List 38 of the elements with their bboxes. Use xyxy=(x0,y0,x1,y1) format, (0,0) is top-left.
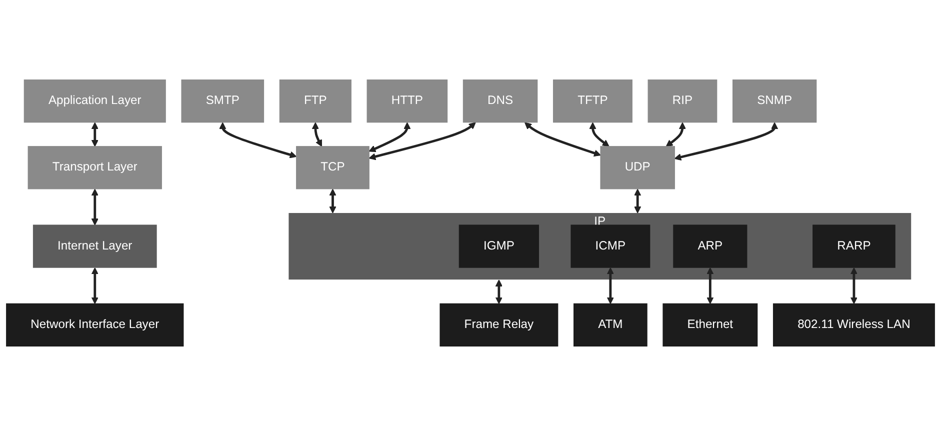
node-box: SNMP xyxy=(732,80,817,123)
arrow xyxy=(666,122,686,147)
node-box: DNS xyxy=(462,80,538,123)
node-box: IGMP xyxy=(458,224,539,268)
node-box: ICMP xyxy=(570,224,650,268)
arrow xyxy=(589,122,610,147)
arrow xyxy=(706,267,714,304)
arrow xyxy=(524,122,601,157)
node-box: UDP xyxy=(600,146,675,190)
arrow xyxy=(634,188,642,214)
arrow xyxy=(674,122,778,161)
node-box: Transport Layer xyxy=(28,146,162,190)
node-box: FTP xyxy=(279,80,352,123)
node-box: RARP xyxy=(812,224,896,268)
node-box: ATM xyxy=(574,303,648,346)
node-box: SMTP xyxy=(181,80,264,123)
node-box: Network Interface Layer xyxy=(6,303,184,346)
arrow xyxy=(91,188,98,226)
node-box: TFTP xyxy=(553,80,632,123)
arrow xyxy=(495,280,502,304)
node-box: HTTP xyxy=(366,80,448,123)
arrow xyxy=(368,122,411,152)
arrow xyxy=(606,267,614,304)
arrow xyxy=(368,122,476,160)
node-box: ARP xyxy=(673,224,748,268)
arrow xyxy=(219,122,297,158)
node-box: 802.11 Wireless LAN xyxy=(772,303,935,346)
arrow xyxy=(329,188,336,214)
node-box: TCP xyxy=(296,146,370,190)
node-box: Internet Layer xyxy=(32,224,157,268)
node-box: Ethernet xyxy=(662,303,758,346)
node-box: Application Layer xyxy=(24,80,166,123)
arrow xyxy=(91,267,98,304)
arrow xyxy=(850,267,858,304)
arrow xyxy=(91,122,98,147)
arrow xyxy=(312,122,322,147)
node-box: Frame Relay xyxy=(440,303,558,346)
node-box: RIP xyxy=(648,80,718,123)
